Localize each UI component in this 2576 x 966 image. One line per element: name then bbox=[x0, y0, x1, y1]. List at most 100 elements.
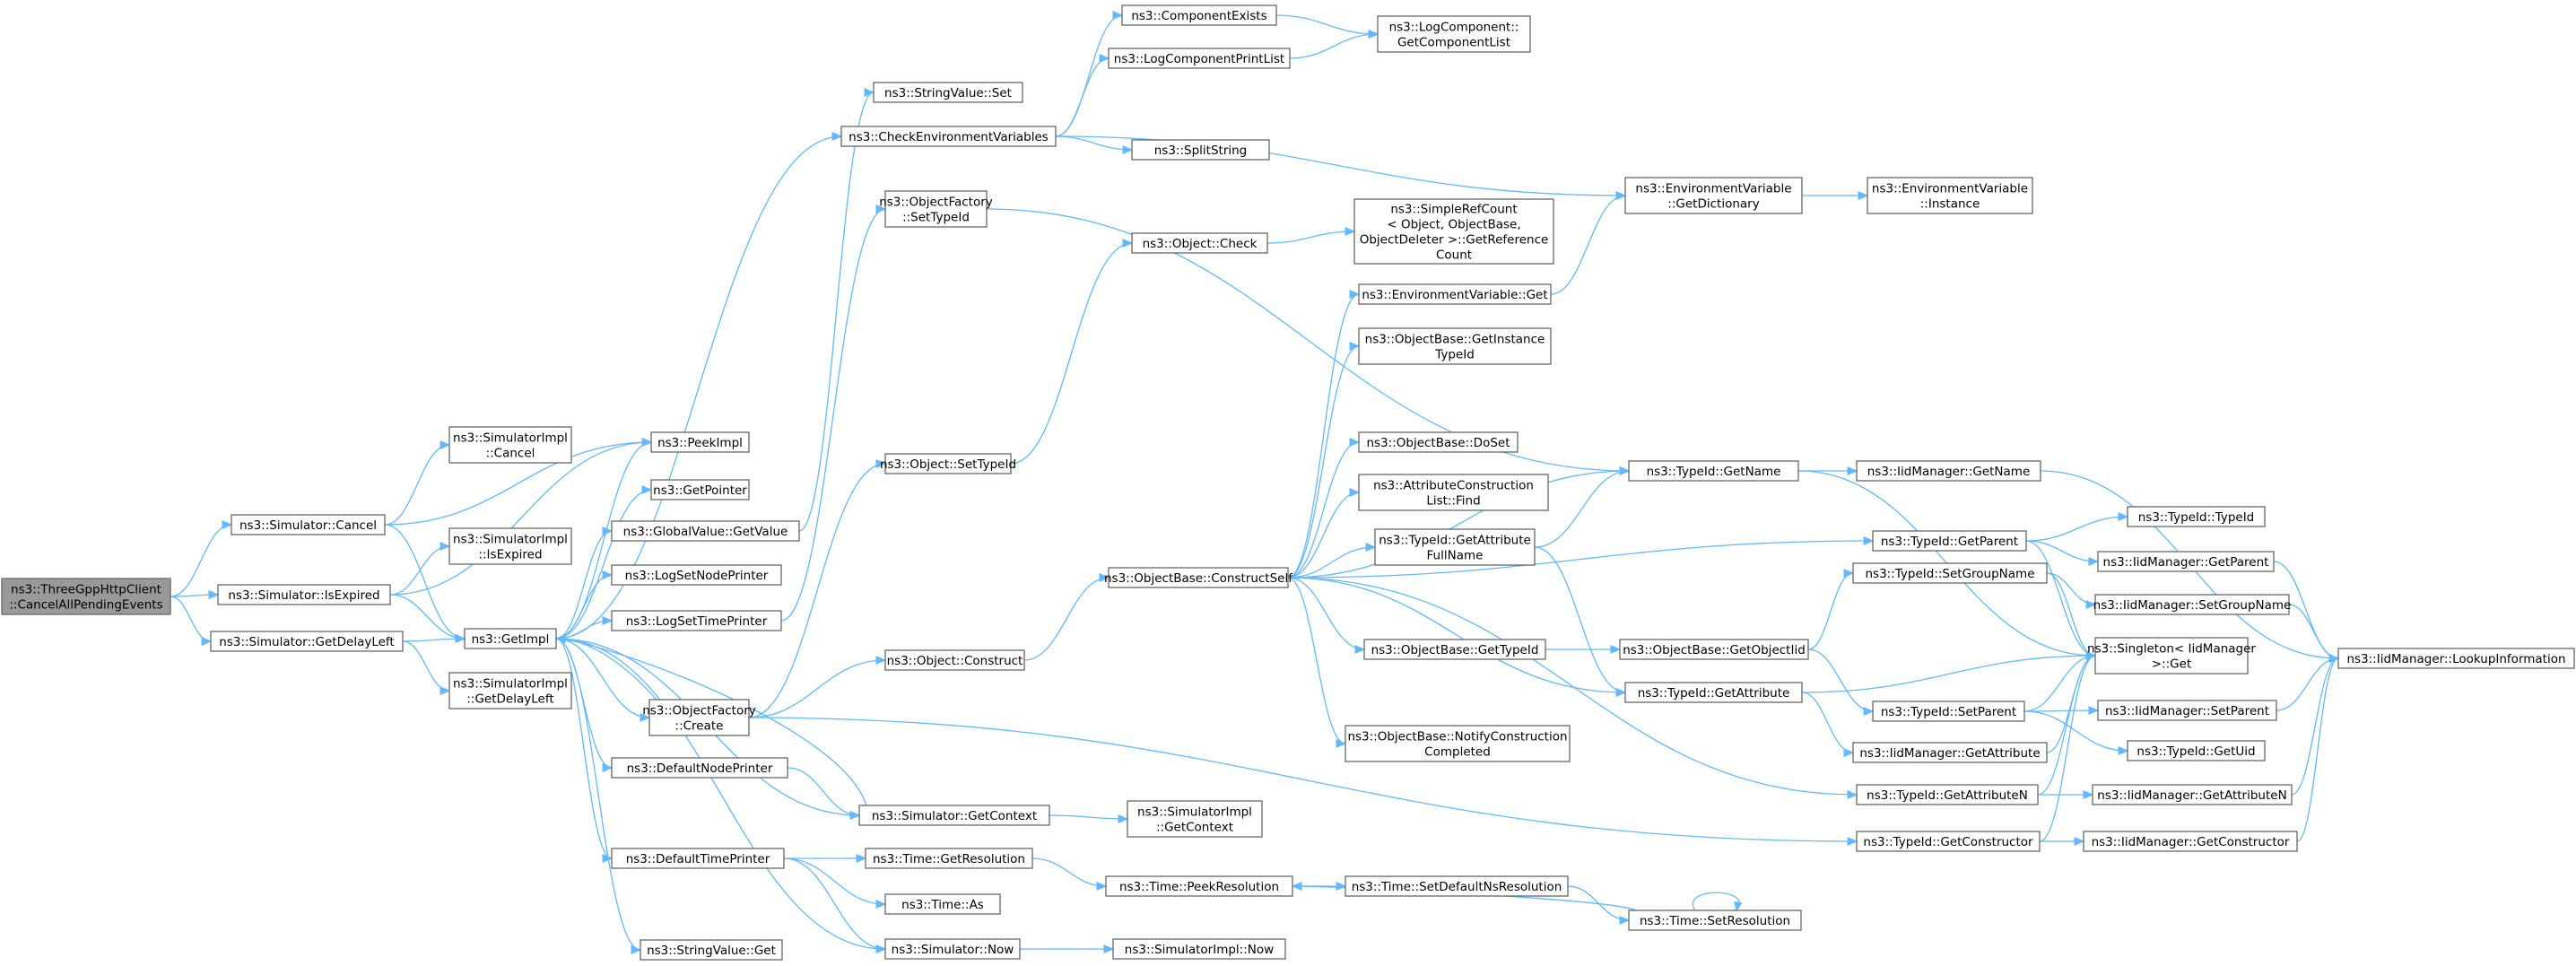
node-ns3-time-peekresolution[interactable]: ns3::Time::PeekResolution bbox=[1105, 875, 1293, 897]
node-ns3-logsettimeprinter[interactable]: ns3::LogSetTimePrinter bbox=[611, 610, 782, 631]
node-ns3-getpointer[interactable]: ns3::GetPointer bbox=[650, 479, 750, 500]
node-ns3-environmentvariable-getdictionary[interactable]: ns3::EnvironmentVariable::GetDictionary bbox=[1624, 177, 1803, 214]
node-ns3-time-setresolution[interactable]: ns3::Time::SetResolution bbox=[1628, 909, 1802, 931]
node-label: ::Cancel bbox=[486, 447, 535, 461]
node-ns3-simulator-getdelayleft[interactable]: ns3::Simulator::GetDelayLeft bbox=[210, 631, 404, 652]
node-ns3-typeid-setparent[interactable]: ns3::TypeId::SetParent bbox=[1872, 701, 2025, 722]
node-ns3-logcomponent-getcomponentlist[interactable]: ns3::LogComponent::GetComponentList bbox=[1377, 15, 1531, 53]
node-ns3-simulatorimpl-now[interactable]: ns3::SimulatorImpl::Now bbox=[1112, 938, 1286, 960]
node-label: ns3::Singleton< IidManager bbox=[2087, 642, 2256, 657]
node-ns3-environmentvariable-get[interactable]: ns3::EnvironmentVariable::Get bbox=[1358, 283, 1552, 305]
node-ns3-checkenvironmentvariables[interactable]: ns3::CheckEnvironmentVariables bbox=[840, 126, 1057, 147]
edge-n57-n62 bbox=[2023, 706, 2100, 715]
node-ns3-typeid-getattributen[interactable]: ns3::TypeId::GetAttributeN bbox=[1856, 784, 2039, 805]
node-ns3-typeid-getname[interactable]: ns3::TypeId::GetName bbox=[1628, 460, 1799, 482]
node-ns3-objectbase-notifyconstruction-completed[interactable]: ns3::ObjectBase::NotifyConstructionCompl… bbox=[1345, 725, 1571, 762]
node-ns3-singleton-iidmanager-get[interactable]: ns3::Singleton< IidManager>::Get bbox=[2087, 637, 2256, 674]
node-label: ns3::SimulatorImpl::Now bbox=[1125, 943, 1274, 957]
node-ns3-environmentvariable-instance[interactable]: ns3::EnvironmentVariable::Instance bbox=[1867, 177, 2033, 214]
node-ns3-logcomponentprintlist[interactable]: ns3::LogComponentPrintList bbox=[1108, 48, 1291, 69]
node-ns3-logsetnodeprinter[interactable]: ns3::LogSetNodePrinter bbox=[611, 564, 782, 586]
node-label: ns3::ObjectBase::DoSet bbox=[1366, 436, 1510, 450]
edge-n41-n48 bbox=[1534, 546, 1627, 697]
node-label: ns3::SimpleRefCount bbox=[1390, 203, 1517, 217]
edge-n2-n5 bbox=[384, 440, 451, 526]
node-ns3-simulator-now[interactable]: ns3::Simulator::Now bbox=[884, 938, 1021, 960]
edge-n16-n24 bbox=[783, 854, 867, 863]
node-label: ns3::SimulatorImpl bbox=[1137, 805, 1252, 820]
node-label: ns3::StringValue::Set bbox=[884, 86, 1012, 100]
node-ns3-iidmanager-getattributen[interactable]: ns3::IidManager::GetAttributeN bbox=[2092, 784, 2293, 805]
node-ns3-object-check[interactable]: ns3::Object::Check bbox=[1131, 232, 1268, 254]
node-label: ns3::Time::SetResolution bbox=[1640, 914, 1790, 928]
node-ns3-iidmanager-setparent[interactable]: ns3::IidManager::SetParent bbox=[2097, 700, 2277, 721]
edge-n8-n17 bbox=[555, 638, 642, 954]
node-label: ns3::IidManager::GetName bbox=[1867, 465, 2031, 479]
node-ns3-time-as[interactable]: ns3::Time::As bbox=[884, 893, 1001, 915]
node-ns3-iidmanager-getname[interactable]: ns3::IidManager::GetName bbox=[1856, 460, 2041, 482]
edge-n31-n39 bbox=[1287, 438, 1361, 579]
node-ns3-simulatorimpl-getdelayleft[interactable]: ns3::SimulatorImpl::GetDelayLeft bbox=[448, 672, 572, 709]
edge-n41-n46 bbox=[1534, 466, 1631, 548]
node-ns3-stringvalue-set[interactable]: ns3::StringValue::Set bbox=[873, 82, 1023, 103]
node-label: ns3::EnvironmentVariable::Get bbox=[1362, 288, 1547, 302]
node-ns3-objectfactory-settypeid[interactable]: ns3::ObjectFactory::SetTypeId bbox=[879, 190, 993, 228]
node-ns3-simplerefcount-object-objectbase-objectdeleter-getreference-count[interactable]: ns3::SimpleRefCount< Object, ObjectBase,… bbox=[1353, 198, 1554, 265]
node-ns3-object-construct[interactable]: ns3::Object::Construct bbox=[884, 649, 1025, 671]
node-ns3-typeid-setgroupname[interactable]: ns3::TypeId::SetGroupName bbox=[1852, 562, 2048, 584]
node-ns3-object-settypeid[interactable]: ns3::Object::SetTypeId bbox=[880, 453, 1016, 474]
node-label: TypeId bbox=[1434, 348, 1475, 362]
node-ns3-time-setdefaultnsresolution[interactable]: ns3::Time::SetDefaultNsResolution bbox=[1345, 875, 1569, 897]
node-ns3-typeid-getuid[interactable]: ns3::TypeId::GetUid bbox=[2127, 740, 2266, 761]
node-ns3-defaultnodeprinter[interactable]: ns3::DefaultNodePrinter bbox=[611, 757, 788, 779]
node-ns3-objectbase-doset[interactable]: ns3::ObjectBase::DoSet bbox=[1358, 431, 1519, 453]
node-ns3-stringvalue-get[interactable]: ns3::StringValue::Get bbox=[640, 939, 783, 961]
node-ns3-peekimpl[interactable]: ns3::PeekImpl bbox=[650, 431, 750, 453]
node-label: ns3::ThreeGppHttpClient bbox=[11, 583, 161, 597]
node-ns3-threegpphttpclient-cancelallpendingevents[interactable]: ns3::ThreeGppHttpClient::CancelAllPendin… bbox=[1, 578, 171, 615]
node-label: ns3::SimulatorImpl bbox=[453, 533, 568, 547]
node-label: ns3::Object::SetTypeId bbox=[880, 457, 1016, 472]
node-ns3-typeid-typeid[interactable]: ns3::TypeId::TypeId bbox=[2127, 506, 2266, 527]
node-ns3-simulator-isexpired[interactable]: ns3::Simulator::IsExpired bbox=[217, 584, 391, 605]
node-ns3-objectbase-getobjectiid[interactable]: ns3::ObjectBase::GetObjectIid bbox=[1619, 639, 1809, 660]
node-ns3-objectbase-gettypeid[interactable]: ns3::ObjectBase::GetTypeId bbox=[1363, 639, 1546, 660]
node-ns3-objectbase-constructself[interactable]: ns3::ObjectBase::ConstructSelf bbox=[1104, 567, 1293, 588]
node-ns3-simulatorimpl-cancel[interactable]: ns3::SimulatorImpl::Cancel bbox=[448, 426, 572, 464]
node-ns3-objectfactory-create[interactable]: ns3::ObjectFactory::Create bbox=[642, 699, 756, 736]
node-label: ObjectDeleter >::GetReference bbox=[1360, 233, 1549, 248]
node-ns3-iidmanager-setgroupname[interactable]: ns3::IidManager::SetGroupName bbox=[2093, 594, 2292, 615]
node-label: ns3::TypeId::GetParent bbox=[1881, 535, 2018, 549]
node-ns3-simulator-cancel[interactable]: ns3::Simulator::Cancel bbox=[231, 514, 386, 535]
node-ns3-simulator-getcontext[interactable]: ns3::Simulator::GetContext bbox=[858, 805, 1050, 826]
node-ns3-iidmanager-getconstructor[interactable]: ns3::IidManager::GetConstructor bbox=[2083, 831, 2298, 852]
node-label: ns3::TypeId::GetName bbox=[1647, 465, 1781, 479]
edge-n14-n50 bbox=[748, 717, 1858, 846]
node-ns3-typeid-getparent[interactable]: ns3::TypeId::GetParent bbox=[1872, 530, 2027, 552]
node-ns3-componentexists[interactable]: ns3::ComponentExists bbox=[1121, 4, 1277, 26]
node-ns3-typeid-getconstructor[interactable]: ns3::TypeId::GetConstructor bbox=[1856, 831, 2041, 852]
node-label: ns3::TypeId::GetAttribute bbox=[1379, 534, 1531, 548]
node-ns3-iidmanager-getparent[interactable]: ns3::IidManager::GetParent bbox=[2097, 551, 2275, 572]
node-ns3-splitstring[interactable]: ns3::SplitString bbox=[1131, 139, 1270, 161]
node-ns3-globalvalue-getvalue[interactable]: ns3::GlobalValue::GetValue bbox=[611, 520, 800, 542]
node-label: ns3::Time::As bbox=[901, 898, 984, 912]
edge-n26-n34 bbox=[1020, 944, 1115, 953]
node-label: FullName bbox=[1427, 549, 1484, 563]
node-ns3-iidmanager-getattribute[interactable]: ns3::IidManager::GetAttribute bbox=[1852, 742, 2048, 763]
edge-n31-n43 bbox=[1287, 577, 1347, 748]
node-ns3-typeid-getattribute[interactable]: ns3::TypeId::GetAttribute bbox=[1624, 682, 1803, 703]
node-label: ns3::LogComponentPrintList bbox=[1114, 52, 1284, 66]
node-ns3-simulatorimpl-isexpired[interactable]: ns3::SimulatorImpl::IsExpired bbox=[448, 527, 572, 565]
node-label: ns3::IidManager::LookupInformation bbox=[2346, 652, 2565, 666]
node-ns3-time-getresolution[interactable]: ns3::Time::GetResolution bbox=[865, 848, 1033, 869]
node-ns3-iidmanager-lookupinformation[interactable]: ns3::IidManager::LookupInformation bbox=[2337, 648, 2575, 669]
node-ns3-defaulttimeprinter[interactable]: ns3::DefaultTimePrinter bbox=[611, 848, 785, 869]
edge-n31-n37 bbox=[1287, 290, 1361, 579]
node-ns3-getimpl[interactable]: ns3::GetImpl bbox=[464, 628, 557, 649]
node-ns3-simulatorimpl-getcontext[interactable]: ns3::SimulatorImpl::GetContext bbox=[1127, 800, 1263, 838]
edge-n8-n10 bbox=[555, 485, 653, 640]
